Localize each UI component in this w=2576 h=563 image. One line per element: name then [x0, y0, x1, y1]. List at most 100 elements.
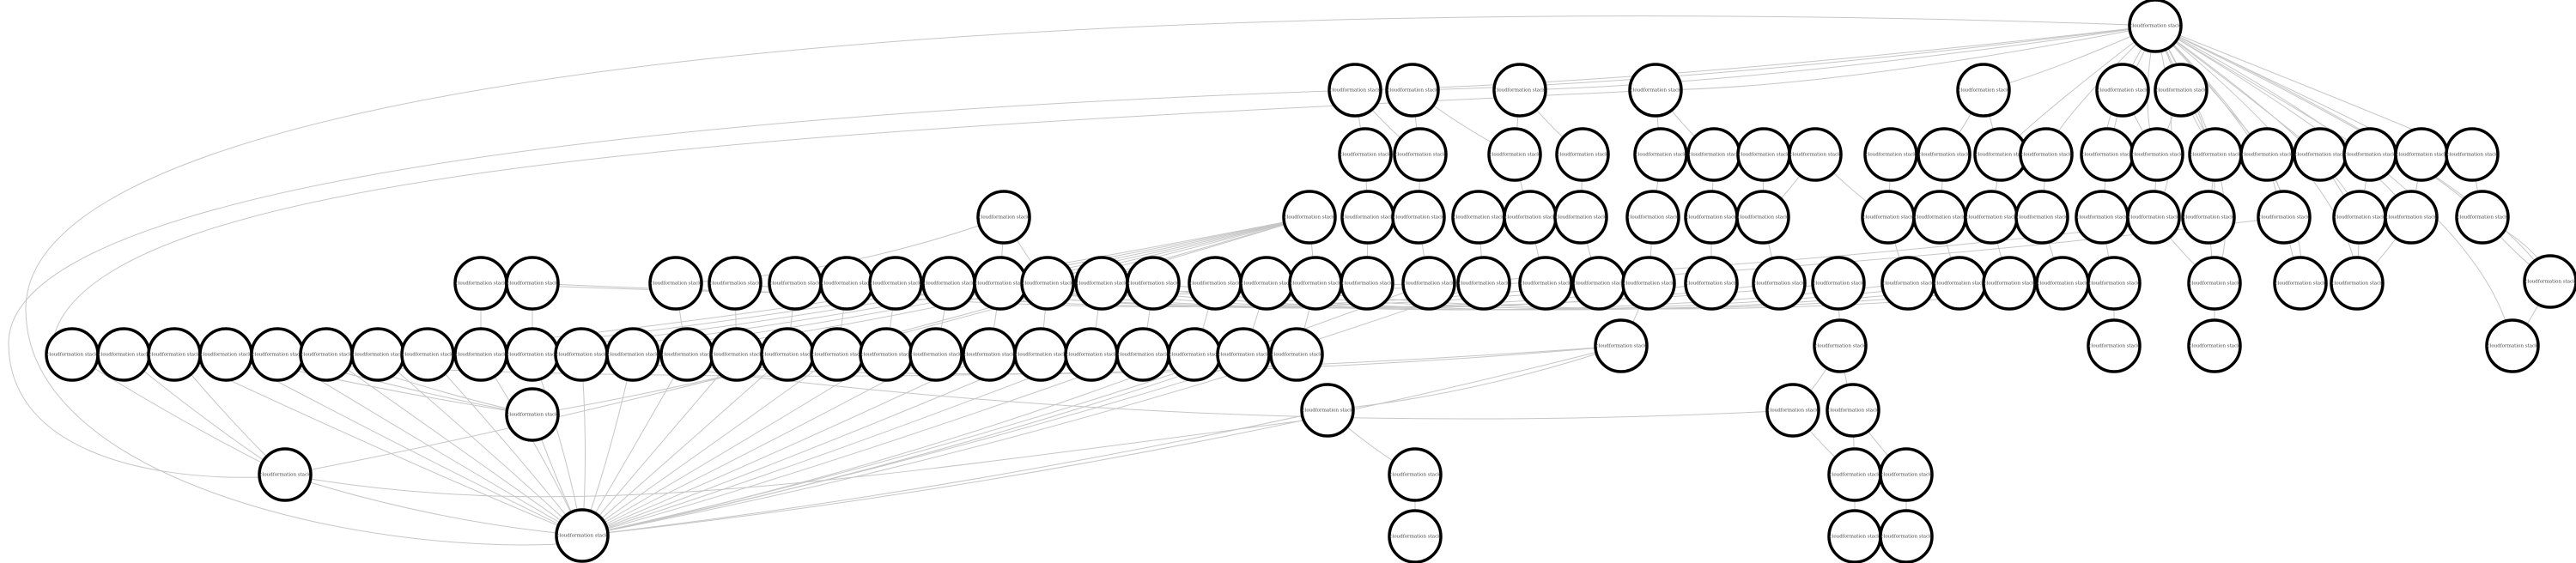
node-circle: [2181, 190, 2236, 245]
node-circle: [868, 256, 923, 311]
node-label: cloudformation stack: [1624, 282, 1675, 287]
node-circle: [1553, 190, 1608, 245]
node-label: cloudformation stack: [1574, 282, 1625, 287]
graph-node: cloudformation stack: [1282, 190, 1337, 245]
node-label: cloudformation stack: [1814, 282, 1865, 287]
graph-node: cloudformation stack: [45, 327, 100, 382]
node-label: cloudformation stack: [964, 353, 1016, 358]
node-label: cloudformation stack: [456, 282, 507, 287]
node-label: cloudformation stack: [1190, 282, 1242, 287]
node-label: cloudformation stack: [1495, 88, 1546, 94]
node-label: cloudformation stack: [1330, 88, 1382, 94]
node-label: cloudformation stack: [1066, 353, 1118, 358]
node-label: cloudformation stack: [1881, 473, 1933, 478]
graph-edge: [580, 353, 1794, 420]
graph-node: cloudformation stack: [1115, 327, 1170, 382]
graph-node: cloudformation stack: [1879, 447, 1934, 502]
graph-node: cloudformation stack: [1340, 190, 1395, 245]
graph-node: cloudformation stack: [1813, 318, 1868, 373]
node-label: cloudformation stack: [1689, 153, 1741, 158]
graph-node: cloudformation stack: [1863, 127, 1918, 182]
graph-node: cloudformation stack: [1880, 256, 1935, 311]
node-circle: [1388, 447, 1443, 502]
node-label: cloudformation stack: [712, 353, 763, 358]
graph-edge: [581, 409, 1328, 536]
graph-edge: [581, 354, 1297, 536]
node-circle: [708, 256, 762, 311]
graph-node: cloudformation stack: [962, 327, 1017, 382]
graph-node: cloudformation stack: [1826, 383, 1880, 438]
node-circle: [1126, 256, 1181, 311]
graph-node: cloudformation stack: [973, 256, 1028, 311]
node-circle: [2087, 256, 2142, 311]
node-label: cloudformation stack: [1291, 282, 1342, 287]
graph-edge: [581, 354, 1042, 536]
node-circle: [1388, 509, 1443, 563]
node-label: cloudformation stack: [1556, 215, 1607, 221]
graph-node: cloudformation stack: [1239, 256, 1294, 311]
graph-node: cloudformation stack: [1633, 127, 1688, 182]
node-circle: [1300, 383, 1355, 438]
node-label: cloudformation stack: [2077, 215, 2129, 221]
node-label: cloudformation stack: [1754, 282, 1806, 287]
node-label: cloudformation stack: [2525, 280, 2576, 285]
node-circle: [2129, 127, 2184, 182]
graph-node: cloudformation stack: [760, 327, 815, 382]
node-label: cloudformation stack: [1768, 409, 1820, 414]
graph-node: cloudformation stack: [908, 327, 963, 382]
graph-node: cloudformation stack: [2239, 127, 2294, 182]
graph-node: cloudformation stack: [1518, 256, 1573, 311]
node-circle: [976, 190, 1031, 245]
graph-node: cloudformation stack: [1765, 383, 1820, 438]
graph-node: cloudformation stack: [299, 327, 354, 382]
node-circle: [1735, 190, 1790, 245]
node-circle: [2128, 0, 2183, 53]
node-label: cloudformation stack: [812, 353, 864, 358]
graph-edge-long-arc: [52, 89, 1656, 340]
node-circle: [2257, 190, 2312, 245]
node-circle: [2095, 63, 2150, 118]
graph-node: cloudformation stack: [2128, 0, 2183, 53]
node-label: cloudformation stack: [2190, 344, 2241, 349]
node-label: cloudformation stack: [1490, 153, 1541, 158]
node-label: cloudformation stack: [403, 353, 454, 358]
node-circle: [1863, 127, 1918, 182]
node-circle: [2330, 256, 2385, 311]
graph-edge: [581, 354, 1092, 536]
node-label: cloudformation stack: [2089, 344, 2141, 349]
graph-edge-long-arc: [8, 89, 1356, 478]
node-label: cloudformation stack: [2386, 215, 2438, 221]
node-label: cloudformation stack: [2184, 215, 2235, 221]
node-circle: [2273, 256, 2328, 311]
node-circle: [2485, 318, 2540, 373]
graph-edge: [581, 344, 1622, 536]
node-circle: [1385, 63, 1440, 118]
graph-node: cloudformation stack: [1932, 256, 1987, 311]
graph-node: cloudformation stack: [2523, 254, 2576, 309]
graph-node: cloudformation stack: [1216, 327, 1271, 382]
node-circle: [1340, 256, 1394, 311]
node-label: cloudformation stack: [2132, 153, 2184, 158]
graph-node: cloudformation stack: [1555, 127, 1610, 182]
node-circle: [1338, 127, 1393, 182]
node-label: cloudformation stack: [99, 353, 150, 358]
graph-node: cloudformation stack: [1827, 447, 1882, 502]
node-circle: [1633, 127, 1688, 182]
graph-node: cloudformation stack: [1492, 63, 1547, 118]
graph-node: cloudformation stack: [1628, 63, 1683, 118]
node-label: cloudformation stack: [1686, 282, 1738, 287]
graph-node: cloudformation stack: [1686, 127, 1741, 182]
graph-node: cloudformation stack: [1621, 256, 1676, 311]
node-label: cloudformation stack: [911, 353, 963, 358]
node-circle: [1391, 190, 1446, 245]
node-label: cloudformation stack: [1596, 344, 1648, 349]
graph-edge: [532, 354, 584, 536]
graph-edge: [2154, 25, 2287, 218]
node-label: cloudformation stack: [1883, 282, 1935, 287]
node-circle: [2154, 63, 2208, 118]
node-label: cloudformation stack: [2332, 282, 2384, 287]
node-label: cloudformation stack: [2190, 153, 2242, 158]
node-label: cloudformation stack: [770, 282, 822, 287]
node-circle: [1269, 327, 1324, 382]
